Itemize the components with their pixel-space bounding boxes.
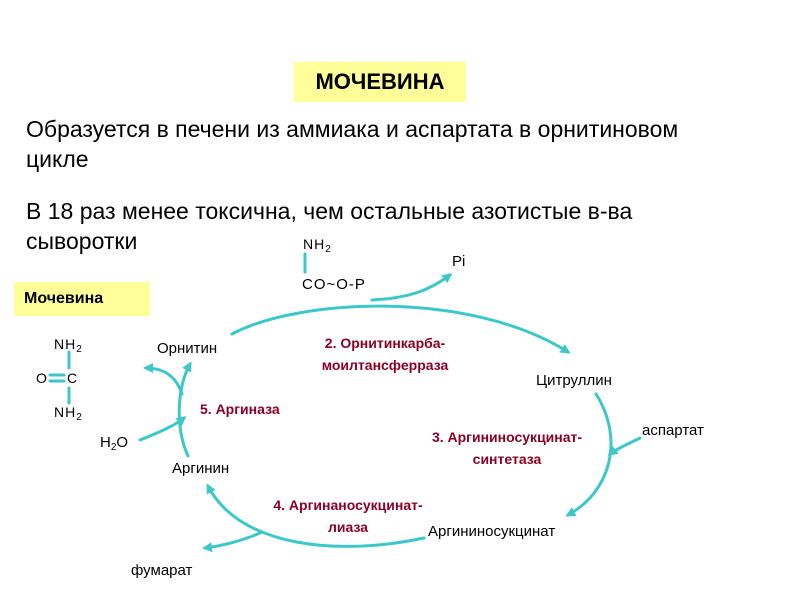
enzyme-4-line-1: 4. Аргинаносукцинат- bbox=[273, 497, 423, 513]
description-line-3: В 18 раз менее токсична, чем остальные а… bbox=[26, 198, 633, 224]
metabolite-argininosuccinate: Аргининосукцинат bbox=[428, 523, 556, 540]
ornithine-to-citrulline-arrow bbox=[230, 304, 571, 354]
urea-nh2-bottom: NH2 bbox=[54, 404, 83, 423]
metabolite-citrulline: Цитруллин bbox=[536, 372, 612, 389]
enzyme-3-line-1: 3. Аргининосукцинат- bbox=[431, 429, 583, 445]
metabolite-arginine: Аргинин bbox=[172, 460, 230, 477]
metabolite-ornithine: Орнитин bbox=[157, 340, 218, 357]
enzyme-arginase: 5. Аргиназа bbox=[200, 401, 280, 417]
phosphate-pi: Pi bbox=[452, 253, 466, 270]
description-line-4: сыворотки bbox=[26, 228, 138, 254]
citrulline-to-argininosuccinate-arrow bbox=[565, 392, 613, 517]
water-h2o: H2O bbox=[100, 434, 129, 453]
enzyme-2-line-2: моилтансферраза bbox=[321, 357, 449, 373]
urea-nh2-top: NH2 bbox=[54, 336, 83, 355]
urea-release-arrow bbox=[143, 363, 184, 396]
fumarate-release-arrow bbox=[202, 530, 264, 553]
enzyme-ornithine-carbamoyltransferase: 2. Орнитинкарба- моилтансферраза bbox=[300, 332, 470, 376]
metabolite-fumarate: фумарат bbox=[131, 562, 193, 579]
urea-oxygen: O bbox=[36, 370, 48, 386]
enzyme-argininosuccinate-synthetase: 3. Аргининосукцинат- синтетаза bbox=[404, 426, 610, 470]
enzyme-2-line-1: 2. Орнитинкарба- bbox=[324, 335, 446, 351]
metabolite-aspartate: аспартат bbox=[642, 422, 704, 439]
enzyme-3-line-2: синтетаза bbox=[472, 451, 542, 467]
pi-release-arrow bbox=[370, 273, 453, 302]
water-entry-arrow bbox=[138, 416, 187, 442]
aspartate-entry-arrow bbox=[607, 436, 642, 456]
urea-carbon: C bbox=[67, 370, 79, 386]
enzyme-4-line-2: лиаза bbox=[327, 519, 369, 535]
carbamoyl-phosphate: CO~O-P bbox=[302, 276, 366, 293]
carbamoyl-nh2: NH2 bbox=[303, 236, 332, 255]
description-line-2: цикле bbox=[26, 146, 89, 172]
argininosuccinate-to-arginine-arrow bbox=[206, 483, 426, 548]
arginine-to-ornithine-arrow bbox=[177, 361, 192, 458]
urea-label: Мочевина bbox=[14, 282, 150, 316]
enzyme-argininosuccinate-lyase: 4. Аргинаносукцинат- лиаза bbox=[246, 494, 450, 538]
description-line-1: Образуется в печени из аммиака и аспарта… bbox=[26, 116, 679, 142]
page-title: МОЧЕВИНА bbox=[294, 62, 466, 102]
